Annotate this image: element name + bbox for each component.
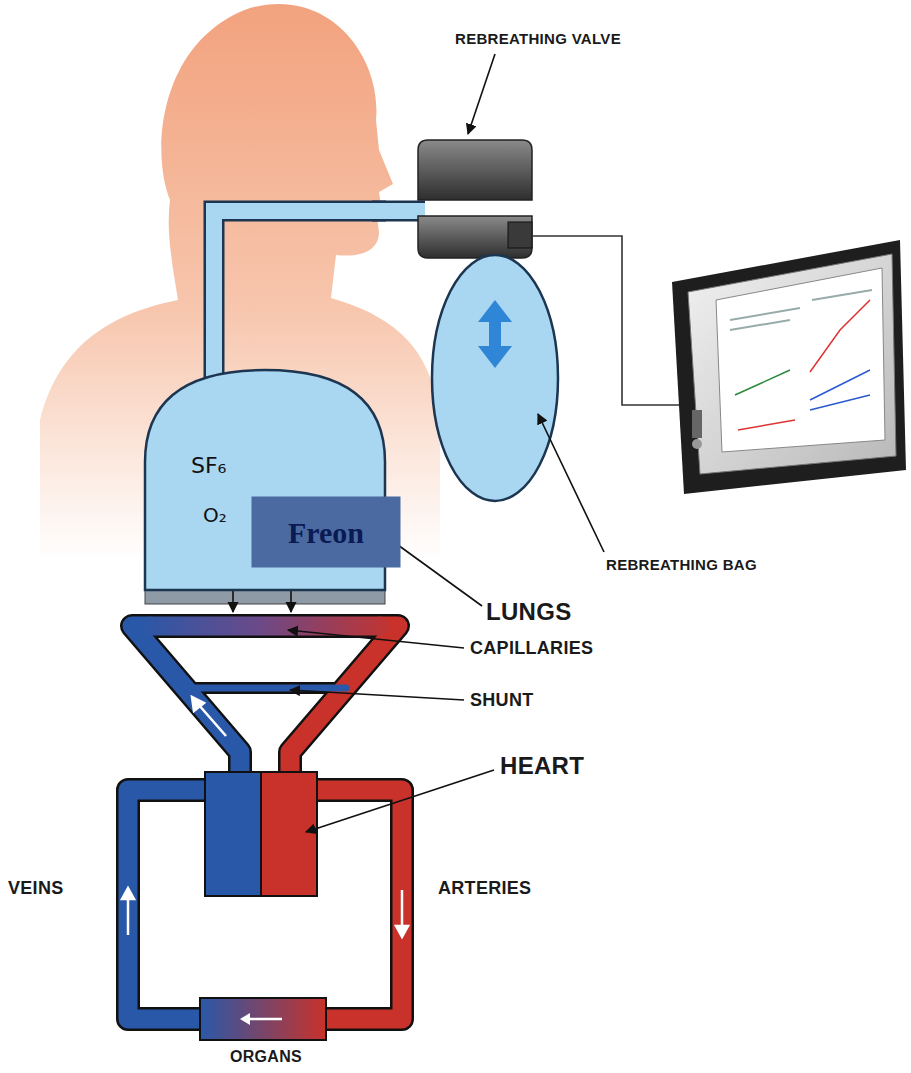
circulation-part [150, 617, 380, 636]
circulation [128, 626, 402, 1019]
organs-part [250, 1018, 282, 1021]
organs [200, 998, 326, 1040]
monitor-part [735, 370, 790, 395]
heart-part [205, 772, 261, 896]
heart-part [261, 772, 317, 896]
part-label: REBREATHING VALVE [455, 30, 621, 47]
leader-line-part [398, 545, 482, 606]
monitor-part [672, 240, 906, 494]
part-label: SHUNT [470, 690, 534, 711]
leader-line-part [306, 770, 494, 832]
monitor-part [692, 410, 702, 438]
flow-arrow-part [122, 888, 134, 899]
organs-part [240, 1013, 250, 1025]
flow-arrow-part [401, 890, 404, 930]
monitor-part [692, 439, 702, 449]
rebreathing-valve-part [508, 222, 532, 248]
freon-box-rect [252, 497, 400, 567]
leader-line-part [538, 414, 604, 552]
node-text: O₂ [203, 504, 227, 526]
monitor-part [810, 370, 870, 410]
part-label: LUNGS [486, 598, 572, 626]
rebreathing-valve [418, 140, 532, 258]
circulation-part [132, 626, 240, 772]
part-label: HEART [500, 752, 584, 780]
part-label: CAPILLARIES [470, 638, 593, 659]
flow-arrow-part [127, 895, 130, 935]
monitor-part [738, 420, 795, 430]
flow-arrow-part [396, 926, 408, 937]
leader-line-part [468, 54, 495, 134]
monitor-part [730, 290, 872, 330]
node-text: Freon [288, 516, 364, 549]
flow-arrow [122, 697, 408, 937]
circulation-part [128, 790, 212, 1019]
monitor-part [810, 300, 870, 372]
monitor [672, 240, 906, 494]
circulation-part [184, 685, 346, 692]
leader-line-part [290, 690, 464, 700]
organs-part [200, 998, 326, 1040]
heart [205, 772, 317, 896]
lungs-shape: SF₆ O₂ Freon [145, 370, 385, 590]
part-label: ARTERIES [438, 878, 531, 899]
part-label: VEINS [8, 878, 64, 899]
flow-arrow-part [198, 704, 226, 736]
monitor-part [716, 268, 885, 452]
rebreathing-bag [432, 255, 558, 501]
leader-line-part [288, 630, 464, 648]
circulation-part [128, 790, 212, 1019]
circulation-part [132, 626, 398, 772]
rebreathing-valve-part [418, 216, 532, 258]
airway-tube-part [214, 211, 386, 385]
circulation-part [290, 626, 398, 772]
airway-tube-part [370, 203, 425, 219]
airway-tube-part [214, 211, 386, 385]
flow-arrow-part [192, 697, 204, 711]
part-label: REBREATHING BAG [606, 556, 757, 573]
node-text: SF₆ [191, 454, 226, 478]
rebreathing-valve-part [418, 140, 532, 200]
monitor-part [688, 254, 896, 474]
rebreathing-bag-part [478, 300, 512, 368]
part-label: ORGANS [230, 1048, 302, 1066]
freon-box: Freon [252, 497, 400, 567]
rebreathing-bag-part [432, 255, 558, 501]
airway-tube [214, 211, 425, 385]
